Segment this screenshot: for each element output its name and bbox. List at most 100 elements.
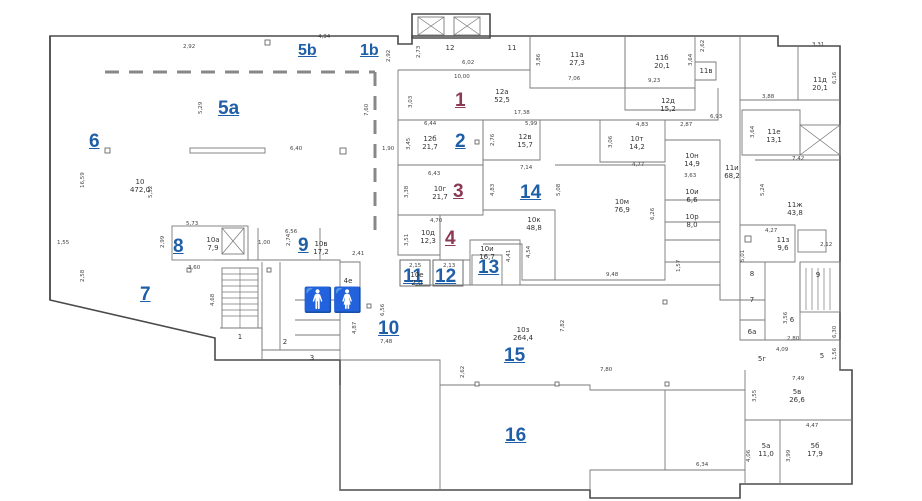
dimension-label: 7,14 — [520, 165, 533, 171]
small-room-number: 8 — [749, 270, 755, 278]
dimension-label: 4,47 — [806, 423, 819, 429]
dimension-label: 3,86 — [536, 53, 542, 66]
zone-label: 5a — [218, 98, 240, 119]
dimension-label: 5,73 — [186, 221, 199, 227]
small-room-number: 5 — [819, 352, 825, 360]
dimension-label: 4,34 — [318, 34, 331, 40]
dimension-label: 3,06 — [608, 135, 614, 148]
dimension-label: 2,15 — [409, 263, 422, 269]
zone-label: 6 — [89, 131, 100, 152]
dimension-label: 6,43 — [428, 171, 441, 177]
dimension-label: 16,59 — [80, 172, 86, 188]
dimension-label: 4,87 — [352, 321, 358, 334]
dimension-label: 2,62 — [460, 365, 466, 378]
dimension-label: 4,68 — [210, 293, 216, 306]
small-room-number: 7 — [749, 296, 755, 304]
outer-walls — [49, 13, 853, 499]
room-label: 12 — [445, 44, 455, 52]
dimension-label: 2,99 — [160, 235, 166, 248]
zone-label: 4 — [445, 228, 456, 249]
dimension-label: 3,64 — [750, 125, 756, 138]
small-room-number: 9 — [815, 271, 821, 279]
small-room-number: 4е — [343, 277, 353, 285]
dimension-label: 3,60 — [188, 265, 201, 271]
dimension-label: 3,51 — [404, 233, 410, 246]
dimension-label: 3,64 — [688, 53, 694, 66]
dimension-label: 6,30 — [832, 325, 838, 338]
zone-label: 13 — [478, 257, 500, 278]
dimension-label: 7,60 — [364, 103, 370, 116]
dimension-label: 7,82 — [560, 319, 566, 332]
room-label: 11 — [507, 44, 517, 52]
dimension-label: 2,87 — [680, 122, 693, 128]
dimension-label: 1,55 — [57, 240, 70, 246]
dimension-label: 5,29 — [198, 101, 204, 114]
upper-right-rooms — [397, 36, 841, 300]
dimension-label: 3,38 — [404, 185, 410, 198]
zone-label: 9 — [298, 235, 309, 256]
dimension-label: 3,56 — [783, 311, 789, 324]
dimension-label: 4,83 — [636, 122, 649, 128]
dimension-label: 6,56 — [380, 303, 386, 316]
dimension-label: 3,03 — [408, 95, 414, 108]
dimension-label: 1,90 — [382, 146, 395, 152]
right-service-block — [739, 261, 852, 484]
restroom-icon: 🚹🚺 — [303, 286, 363, 314]
dimension-label: 7,06 — [568, 76, 581, 82]
dimension-label: 4,41 — [506, 249, 512, 262]
dimension-label: 7,48 — [380, 339, 393, 345]
dimension-label: 4,27 — [765, 228, 778, 234]
dimension-label: 4,83 — [490, 183, 496, 196]
dimension-label: 3,63 — [684, 173, 697, 179]
zone-label: 15 — [504, 345, 526, 366]
dimension-label: 9,48 — [606, 272, 619, 278]
dimension-label: 3,88 — [762, 94, 775, 100]
dimension-label: 6,34 — [696, 462, 709, 468]
dimension-label: 3,45 — [406, 137, 412, 150]
zone-label: 5b — [298, 42, 317, 59]
dimension-label: 17,38 — [514, 110, 530, 116]
room-label: 11в — [699, 67, 713, 75]
zone-label: 3 — [453, 181, 464, 202]
dimension-label: 4,09 — [776, 347, 789, 353]
zone-label: 16 — [505, 425, 527, 446]
toilet-block — [171, 225, 361, 360]
dimension-label: 6,93 — [710, 114, 723, 120]
dimension-label: 6,26 — [650, 207, 656, 220]
small-room-number: 6 — [789, 316, 795, 324]
dimension-label: 5,24 — [760, 183, 766, 196]
dimension-label: 2,92 — [183, 44, 196, 50]
dimension-label: 3,99 — [786, 449, 792, 462]
zone-label: 7 — [140, 284, 151, 305]
dimension-label: 4,70 — [430, 218, 443, 224]
zone-label: 1 — [455, 90, 466, 111]
hall-outline — [104, 39, 377, 230]
dimension-label: 2,92 — [386, 49, 392, 62]
dimension-label: 5,52 — [148, 185, 154, 198]
dimension-label: 2,13 — [443, 263, 456, 269]
dimension-label: 2,62 — [700, 39, 706, 52]
dimension-label: 5,01 — [740, 249, 746, 262]
dimension-label: 1,56 — [832, 347, 838, 360]
